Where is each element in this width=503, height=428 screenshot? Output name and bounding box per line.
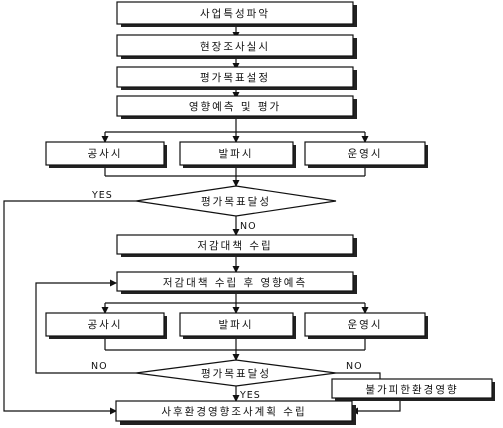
node-construct-2: 공사시 [45,312,167,339]
yes-label-2: YES [239,390,261,401]
node-goal: 평가목표설정 [116,66,357,90]
node-business-label: 사업특성파악 [200,7,270,20]
node-unavoidable-label: 불가피한환경영향 [365,383,458,396]
node-goal-label: 평가목표설정 [200,72,270,84]
node-unavoidable: 불가피한환경영향 [331,378,495,401]
node-mitigation-label: 저감대책 수립 [197,239,272,252]
node-decision-2: 평가목표달성 [135,359,337,387]
node-predict-label: 영향예측 및 평가 [189,100,281,113]
node-blast-2-label: 발파시 [219,319,254,331]
node-predict: 영향예측 및 평가 [116,95,357,119]
no-label-1: NO [240,221,257,232]
node-operate-2-label: 운영시 [348,319,383,331]
node-post-predict: 저감대책 수립 후 영향예측 [116,271,357,294]
node-survey: 현장조사실시 [116,34,357,59]
node-post-predict-label: 저감대책 수립 후 영향예측 [163,276,307,289]
edges [3,27,401,415]
node-operate-2: 운영시 [304,312,428,339]
node-operate-1-label: 운영시 [348,148,383,160]
node-blast-1: 발파시 [179,141,296,168]
node-construct-1: 공사시 [45,141,167,168]
no-label-2-right: NO [346,361,363,372]
node-business: 사업특성파악 [116,1,357,27]
yes-label-1: YES [91,190,113,201]
node-survey-label: 현장조사실시 [200,41,270,53]
node-construct-1-label: 공사시 [88,148,123,160]
node-blast-2: 발파시 [179,312,296,339]
node-operate-1: 운영시 [304,141,428,168]
node-followup-label: 사후환경영향조사계획 수립 [161,405,306,418]
node-blast-1-label: 발파시 [219,148,254,160]
node-construct-2-label: 공사시 [88,319,123,331]
node-followup: 사후환경영향조사계획 수립 [115,400,356,425]
no-label-2-left: NO [91,361,108,372]
node-decision-2-label: 평가목표달성 [201,368,271,380]
node-mitigation: 저감대책 수립 [116,234,357,257]
node-decision-1-label: 평가목표달성 [201,196,271,208]
node-decision-1: 평가목표달성 [135,185,337,217]
